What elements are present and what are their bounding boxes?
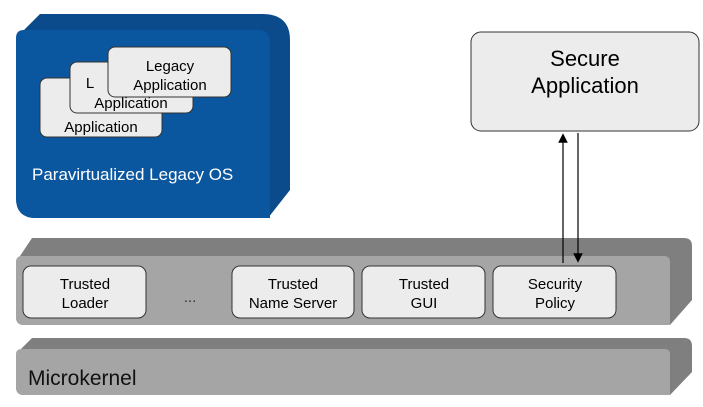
security-policy-line1: Security <box>528 276 583 293</box>
legacy-app-middle-line2: Application <box>94 95 167 112</box>
microkernel-label: Microkernel <box>28 367 137 390</box>
legacy-os-label: Paravirtualized Legacy OS <box>32 165 233 184</box>
secure-application-box: Secure Application <box>470 31 700 132</box>
trusted-name-server-line1: Trusted <box>268 276 318 293</box>
trusted-gui-line1: Trusted <box>399 276 449 293</box>
secure-app-line2: Application <box>531 73 639 98</box>
legacy-app-middle-line1: L <box>86 75 94 92</box>
trusted-gui-line2: GUI <box>411 295 438 312</box>
microkernel-layer: Microkernel <box>16 338 692 395</box>
trusted-loader-line2: Loader <box>62 295 109 312</box>
trusted-name-server-line2: Name Server <box>249 295 337 312</box>
trusted-name-server-box: Trusted Name Server <box>231 265 355 319</box>
trusted-loader-box: Trusted Loader <box>22 265 147 319</box>
legacy-app-front: Legacy Application <box>107 46 232 98</box>
security-policy-line2: Policy <box>535 295 576 312</box>
legacy-app-back-line2: Application <box>64 119 137 136</box>
secure-app-line1: Secure <box>550 46 620 71</box>
security-policy-box: Security Policy <box>492 265 617 319</box>
legacy-app-front-line1: Legacy <box>146 58 195 75</box>
trusted-loader-line1: Trusted <box>60 276 110 293</box>
trusted-gui-box: Trusted GUI <box>361 265 486 319</box>
legacy-app-front-line2: Application <box>133 77 206 94</box>
ellipsis: ... <box>184 289 197 306</box>
